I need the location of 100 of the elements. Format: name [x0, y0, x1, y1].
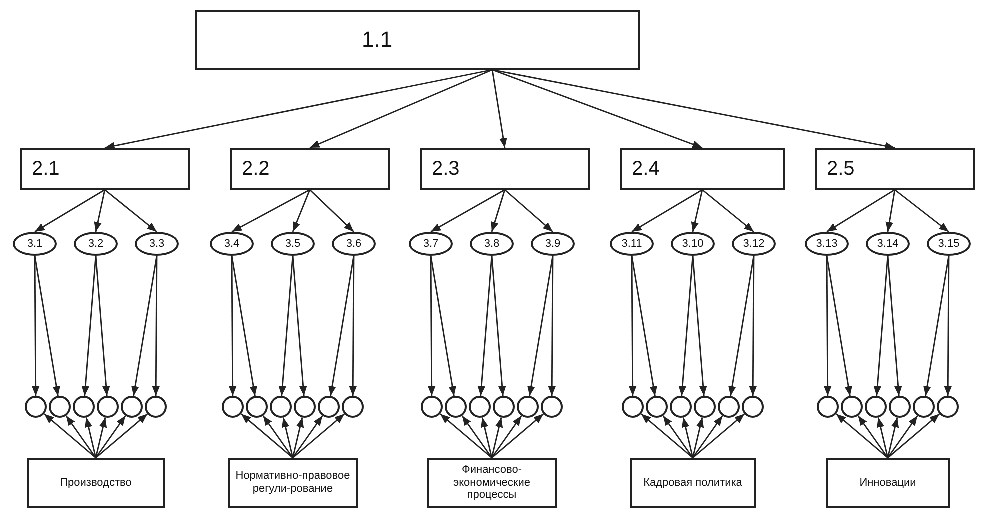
empty-circle: [742, 396, 764, 418]
arrow: [888, 414, 940, 459]
arrow: [84, 418, 97, 458]
ellipse-node: [271, 232, 315, 256]
node-label: 3.4: [224, 238, 240, 250]
arrow: [430, 189, 506, 233]
process-box: [427, 458, 557, 508]
empty-circle: [246, 396, 268, 418]
ellipse-node: [610, 232, 654, 256]
node-label: 2.5: [827, 158, 855, 180]
arrow: [826, 189, 896, 233]
arrow: [292, 416, 324, 458]
empty-circle: [318, 396, 340, 418]
node-label: Производство: [60, 476, 132, 490]
empty-circle: [73, 396, 95, 418]
arrow: [692, 416, 724, 458]
arrow: [292, 190, 311, 232]
empty-circle: [493, 396, 515, 418]
arrow: [924, 256, 950, 396]
arrow: [824, 256, 832, 396]
arrow: [887, 418, 900, 458]
process-box: [228, 458, 358, 508]
arrow: [282, 418, 294, 458]
arrow: [95, 416, 126, 458]
node-label: Финансово-экономические процессы: [452, 464, 532, 502]
empty-circle: [817, 396, 839, 418]
node-label: 2.4: [632, 158, 660, 180]
empty-circle: [541, 396, 563, 418]
node-label: 1.1: [362, 27, 393, 53]
arrow: [228, 256, 237, 396]
arrow: [34, 256, 60, 396]
arrow: [104, 189, 158, 233]
empty-circle: [646, 396, 668, 418]
arrow: [95, 256, 110, 396]
arrow: [504, 189, 554, 233]
arrow: [478, 256, 493, 396]
node-label: 2.1: [32, 158, 60, 180]
process-box: [20, 148, 190, 190]
ellipse-node: [866, 232, 910, 256]
empty-circle: [25, 396, 47, 418]
arrow: [682, 418, 694, 458]
ellipse-node: [332, 232, 376, 256]
empty-circle: [913, 396, 935, 418]
arrow: [440, 414, 492, 459]
arrow: [886, 190, 896, 232]
empty-circle: [841, 396, 863, 418]
node-label: Кадровая политика: [644, 476, 742, 490]
empty-circle: [270, 396, 292, 418]
arrow: [430, 256, 456, 396]
arrow: [728, 256, 755, 396]
node-label: 3.11: [622, 238, 642, 250]
arrow: [491, 418, 504, 458]
empty-circle: [694, 396, 716, 418]
arrow: [292, 256, 308, 396]
empty-circle: [937, 396, 959, 418]
node-label: 2.3: [432, 158, 460, 180]
node-label: Инновации: [860, 476, 916, 490]
empty-circle: [622, 396, 644, 418]
arrow: [631, 256, 658, 396]
node-label: 3.14: [877, 238, 899, 250]
ellipse-node: [927, 232, 971, 256]
process-box: [826, 458, 950, 508]
arrow: [491, 416, 522, 458]
node-label: 3.10: [682, 238, 704, 250]
arrow: [32, 256, 40, 396]
ellipse-node: [805, 232, 849, 256]
arrow: [836, 414, 888, 459]
empty-circle: [670, 396, 692, 418]
arrow: [292, 418, 304, 458]
node-label: 3.2: [88, 238, 104, 250]
process-box: [27, 458, 165, 508]
empty-circle: [121, 396, 143, 418]
node-label: 3.15: [938, 238, 960, 250]
arrow: [231, 256, 258, 396]
arrow: [826, 256, 852, 396]
arrow: [292, 414, 346, 459]
arrow: [278, 256, 294, 396]
node-label: 3.7: [423, 238, 439, 250]
empty-circle: [718, 396, 740, 418]
arrow: [691, 190, 704, 232]
arrow: [492, 414, 544, 459]
arrow: [491, 190, 506, 232]
arrow: [310, 190, 354, 232]
arrow: [749, 256, 758, 396]
arrow: [632, 189, 703, 233]
process-box: [620, 148, 785, 190]
process-box: [420, 148, 590, 190]
node-label: 3.3: [149, 238, 165, 250]
ellipse-node: [671, 232, 715, 256]
arrow: [328, 256, 355, 396]
arrow: [82, 256, 97, 396]
empty-circle: [145, 396, 167, 418]
arrow: [44, 414, 96, 459]
ellipse-node: [470, 232, 514, 256]
arrow: [262, 416, 294, 458]
arrow: [310, 69, 493, 149]
process-box: [815, 148, 975, 190]
arrow: [240, 414, 294, 459]
arrow: [858, 416, 889, 458]
arrow: [34, 189, 106, 233]
